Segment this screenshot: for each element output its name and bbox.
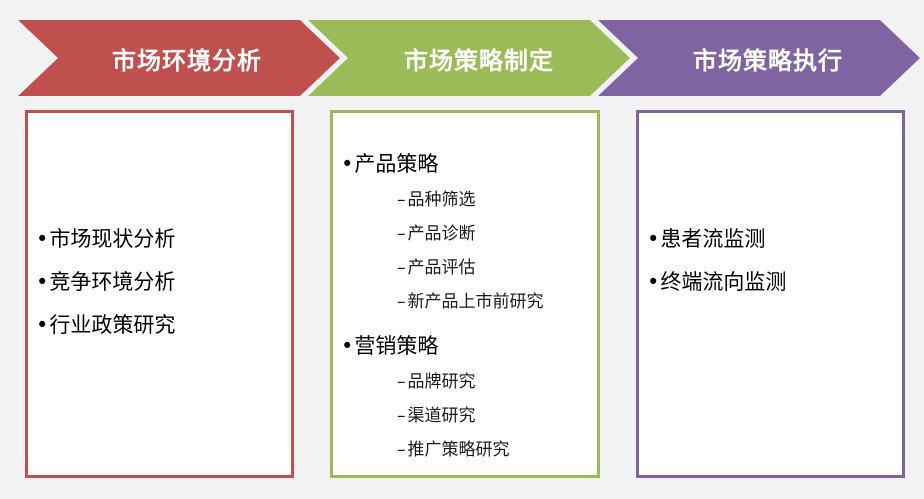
stage-title: 市场环境分析: [112, 46, 262, 75]
stage-title: 市场策略制定: [404, 46, 554, 75]
stage-arrow-market-strategy-execution: 市场策略执行: [598, 20, 920, 96]
stage-panel-market-environment-analysis: 市场现状分析 竞争环境分析 行业政策研究: [25, 110, 294, 478]
list-item: 行业政策研究: [36, 304, 175, 347]
stage-panel-market-strategy-formulation: 产品策略 品种筛选 产品诊断 产品评估 新产品上市前研究 营销策略 品牌研究 渠…: [330, 110, 600, 478]
group-title-product-strategy: 产品策略: [341, 145, 544, 183]
sub-list-item: 品牌研究: [341, 365, 544, 399]
sub-list-item: 推广策略研究: [341, 433, 544, 467]
sub-list-item: 新产品上市前研究: [341, 285, 544, 319]
group-title-marketing-strategy: 营销策略: [341, 327, 544, 365]
list-item: 患者流监测: [647, 218, 786, 261]
list-item: 竞争环境分析: [36, 261, 175, 304]
list-item: 市场现状分析: [36, 218, 175, 261]
strategy-group-list: 产品策略 品种筛选 产品诊断 产品评估 新产品上市前研究 营销策略 品牌研究 渠…: [341, 145, 544, 467]
sub-list-item: 品种筛选: [341, 183, 544, 217]
list-item: 终端流向监测: [647, 261, 786, 304]
stage-item-list: 患者流监测 终端流向监测: [647, 218, 786, 304]
stage-arrow-market-environment-analysis: 市场环境分析: [18, 20, 340, 96]
stage-panel-market-strategy-execution: 患者流监测 终端流向监测: [636, 110, 905, 478]
stage-arrow-market-strategy-formulation: 市场策略制定: [308, 20, 630, 96]
sub-list-item: 渠道研究: [341, 399, 544, 433]
process-flow-header: 市场环境分析 市场策略制定 市场策略执行: [0, 0, 924, 100]
sub-list-item: 产品诊断: [341, 217, 544, 251]
stage-item-list: 市场现状分析 竞争环境分析 行业政策研究: [36, 218, 175, 347]
sub-list-item: 产品评估: [341, 251, 544, 285]
stage-title: 市场策略执行: [693, 46, 843, 75]
